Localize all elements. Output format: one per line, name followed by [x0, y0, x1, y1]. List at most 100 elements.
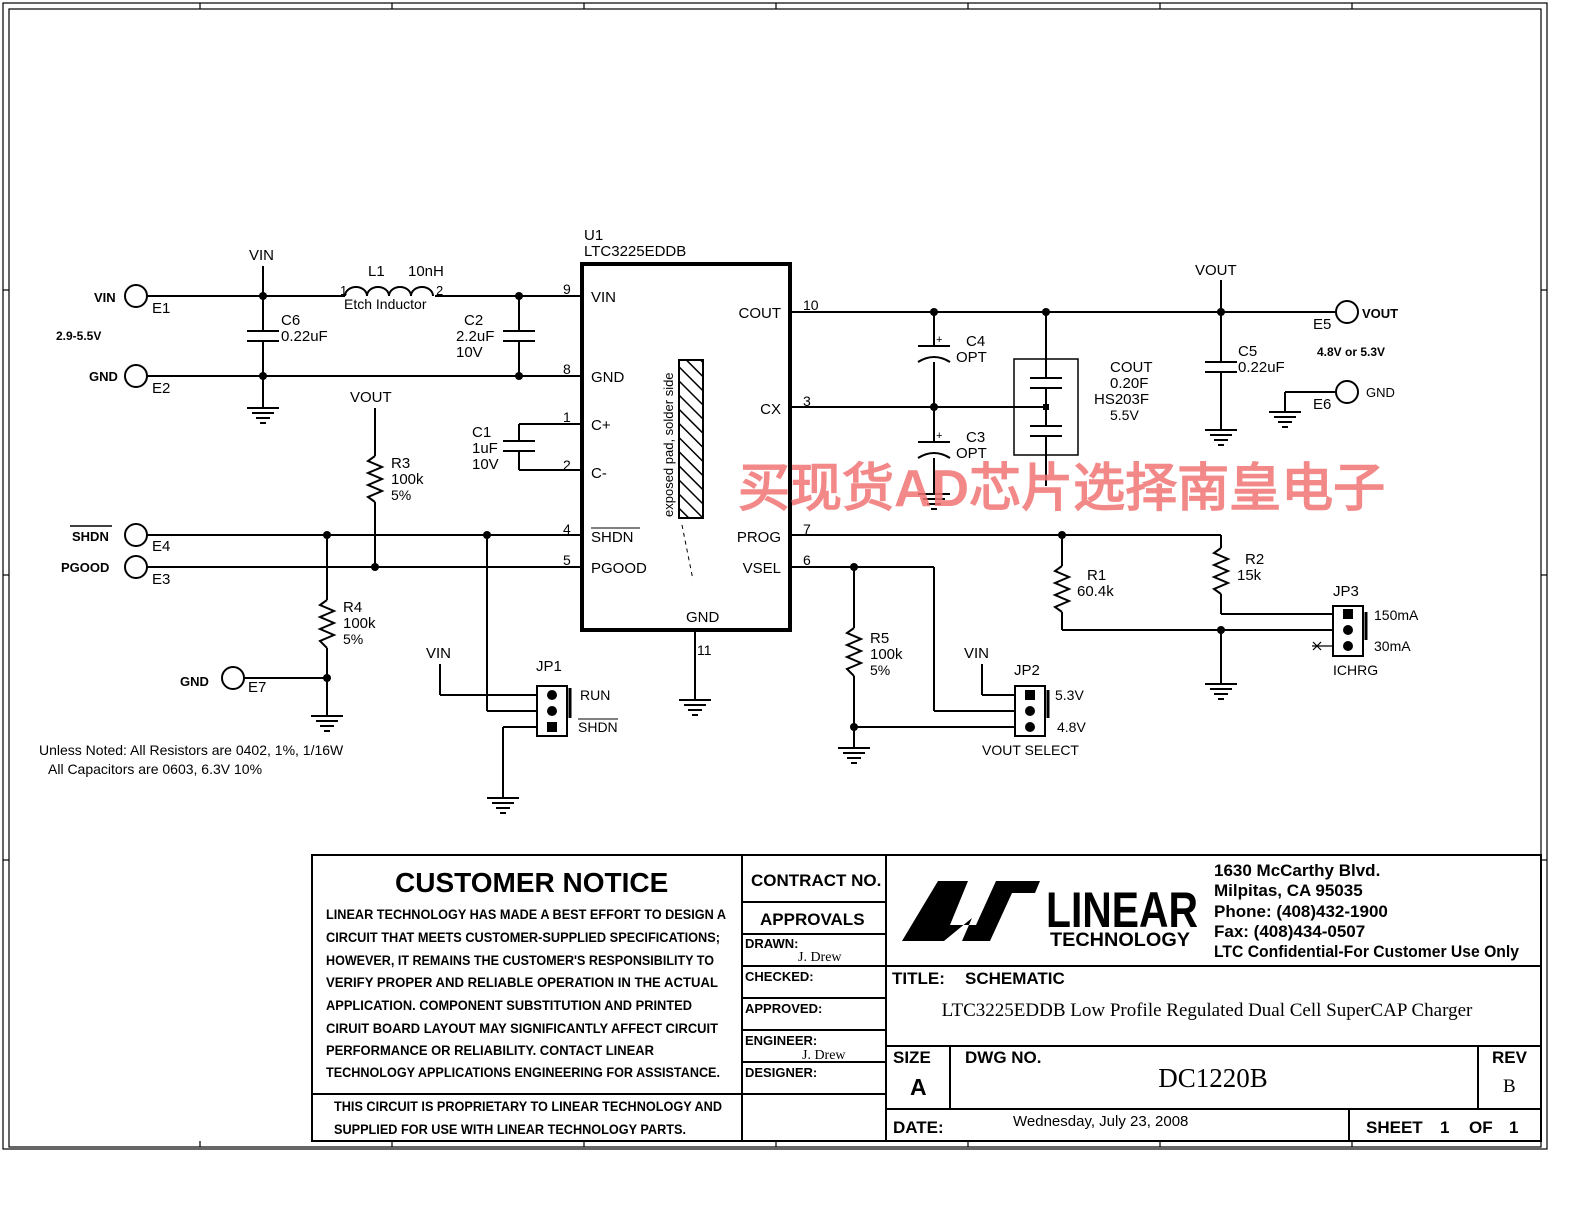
svg-text:LINEAR: LINEAR [1046, 882, 1198, 938]
u1-ic: U1 LTC3225EDDB VIN GND C+ C- SHDN PGOOD … [563, 227, 819, 658]
svg-text:DC1220B: DC1220B [1158, 1063, 1268, 1093]
customer-notice-title: CUSTOMER NOTICE [395, 867, 668, 898]
svg-text:R2: R2 [1245, 551, 1264, 568]
svg-text:APPROVED:: APPROVED: [745, 1001, 822, 1016]
svg-text:GND: GND [180, 674, 209, 689]
capacitors: + + [247, 330, 1237, 459]
svg-text:A: A [910, 1074, 927, 1100]
pin-cout: COUT [739, 305, 782, 322]
svg-text:APPROVALS: APPROVALS [760, 910, 865, 929]
svg-text:5.3V: 5.3V [1055, 687, 1084, 703]
svg-text:C5: C5 [1238, 343, 1257, 360]
pin-cx: CX [760, 401, 781, 418]
svg-text:CIRCUIT THAT MEETS CUSTOMER-SU: CIRCUIT THAT MEETS CUSTOMER-SUPPLIED SPE… [326, 930, 720, 945]
u1-part: LTC3225EDDB [584, 243, 686, 260]
svg-text:4: 4 [563, 521, 571, 537]
svg-text:VOUT: VOUT [1195, 262, 1237, 279]
svg-text:TITLE:: TITLE: [892, 969, 945, 988]
svg-text:5.5V: 5.5V [1110, 407, 1139, 423]
svg-text:COUT: COUT [1110, 359, 1153, 376]
linear-technology-logo: LINEAR TECHNOLOGY [902, 881, 1198, 951]
schematic-title: LTC3225EDDB Low Profile Regulated Dual C… [942, 1000, 1473, 1021]
svg-text:SIZE: SIZE [893, 1048, 931, 1067]
svg-text:RUN: RUN [580, 687, 610, 703]
svg-text:VOUT: VOUT [1362, 306, 1398, 321]
svg-text:3: 3 [803, 393, 811, 409]
svg-text:E3: E3 [152, 571, 170, 588]
svg-text:1: 1 [563, 409, 571, 425]
svg-text:B: B [1503, 1076, 1516, 1097]
svg-text:OF: OF [1469, 1118, 1493, 1137]
svg-text:VIN: VIN [94, 290, 116, 305]
svg-text:J. Drew: J. Drew [798, 950, 842, 965]
svg-text:R4: R4 [343, 599, 362, 616]
svg-text:0.22uF: 0.22uF [1238, 359, 1285, 376]
pin-prog: PROG [737, 529, 781, 546]
svg-text:9: 9 [563, 281, 571, 297]
svg-text:E6: E6 [1313, 396, 1331, 413]
svg-text:Wednesday, July 23, 2008: Wednesday, July 23, 2008 [1013, 1113, 1188, 1130]
svg-text:8: 8 [563, 361, 571, 377]
svg-text:SHDN: SHDN [72, 529, 109, 544]
svg-text:PERFORMANCE OR RELIABILITY. CO: PERFORMANCE OR RELIABILITY. CONTACT LINE… [326, 1043, 654, 1058]
svg-text:SCHEMATIC: SCHEMATIC [965, 969, 1065, 988]
svg-text:10: 10 [803, 297, 819, 313]
svg-text:HS203F: HS203F [1094, 391, 1149, 408]
svg-text:4.8V: 4.8V [1057, 719, 1086, 735]
svg-text:DRAWN:: DRAWN: [745, 936, 798, 951]
svg-text:1: 1 [1509, 1118, 1518, 1137]
svg-text:Unless Noted: All Resistors ar: Unless Noted: All Resistors are 0402, 1%… [39, 742, 344, 758]
svg-text:Milpitas, CA 95035: Milpitas, CA 95035 [1214, 881, 1363, 900]
svg-text:E7: E7 [248, 679, 266, 696]
svg-text:10V: 10V [472, 456, 499, 473]
svg-text:5%: 5% [391, 487, 411, 503]
svg-text:JP3: JP3 [1333, 583, 1359, 600]
svg-text:1: 1 [340, 283, 347, 298]
sheet-frame [2, 2, 1548, 1150]
exposed-pad-label: exposed pad, solder side [661, 372, 676, 517]
svg-text:15k: 15k [1237, 567, 1262, 584]
svg-text:VIN: VIN [426, 645, 451, 662]
svg-text:R1: R1 [1087, 567, 1106, 584]
resistors [317, 455, 1231, 677]
title-block: CUSTOMER NOTICE LINEAR TECHNOLOGY HAS MA… [311, 854, 1542, 1142]
svg-text:JP1: JP1 [536, 658, 562, 675]
svg-text:2: 2 [563, 457, 571, 473]
svg-text:GND: GND [1366, 385, 1395, 400]
svg-text:REV: REV [1492, 1048, 1528, 1067]
pin-vsel: VSEL [743, 560, 781, 577]
svg-text:5%: 5% [343, 631, 363, 647]
svg-text:SHDN: SHDN [578, 719, 618, 735]
svg-text:All Capacitors are 0603, 6.3V: All Capacitors are 0603, 6.3V 10% [48, 761, 262, 777]
svg-text:SHEET: SHEET [1366, 1118, 1423, 1137]
svg-text:TECHNOLOGY: TECHNOLOGY [1050, 930, 1190, 951]
svg-text:6: 6 [803, 552, 811, 568]
svg-text:4.8V or 5.3V: 4.8V or 5.3V [1317, 345, 1385, 359]
svg-text:E4: E4 [152, 538, 170, 555]
svg-text:VOUT SELECT: VOUT SELECT [982, 742, 1079, 758]
pin-pgood: PGOOD [591, 560, 647, 577]
svg-text:10nH: 10nH [408, 263, 444, 280]
svg-text:10V: 10V [456, 344, 483, 361]
svg-text:C2: C2 [464, 312, 483, 329]
svg-text:VIN: VIN [249, 247, 274, 264]
svg-text:CHECKED:: CHECKED: [745, 969, 814, 984]
svg-text:2.2uF: 2.2uF [456, 328, 494, 345]
svg-text:THIS CIRCUIT IS PROPRIETARY TO: THIS CIRCUIT IS PROPRIETARY TO LINEAR TE… [334, 1099, 722, 1114]
svg-text:TECHNOLOGY APPLICATIONS ENGINE: TECHNOLOGY APPLICATIONS ENGINEERING FOR … [326, 1065, 720, 1080]
svg-text:2: 2 [436, 283, 443, 298]
svg-text:VOUT: VOUT [350, 389, 392, 406]
svg-text:0.22uF: 0.22uF [281, 328, 328, 345]
svg-text:E5: E5 [1313, 316, 1331, 333]
svg-text:C4: C4 [966, 333, 985, 350]
svg-text:JP2: JP2 [1014, 662, 1040, 679]
svg-text:SUPPLIED FOR USE WITH LINEAR T: SUPPLIED FOR USE WITH LINEAR TECHNOLOGY … [334, 1122, 686, 1137]
svg-text:L1: L1 [368, 263, 385, 280]
svg-text:100k: 100k [343, 615, 376, 632]
svg-text:LTC Confidential-For Customer: LTC Confidential-For Customer Use Only [1214, 942, 1519, 961]
svg-text:150mA: 150mA [1374, 607, 1419, 623]
svg-text:0.20F: 0.20F [1110, 375, 1148, 392]
jumpers [536, 605, 1368, 737]
svg-text:PGOOD: PGOOD [61, 560, 109, 575]
